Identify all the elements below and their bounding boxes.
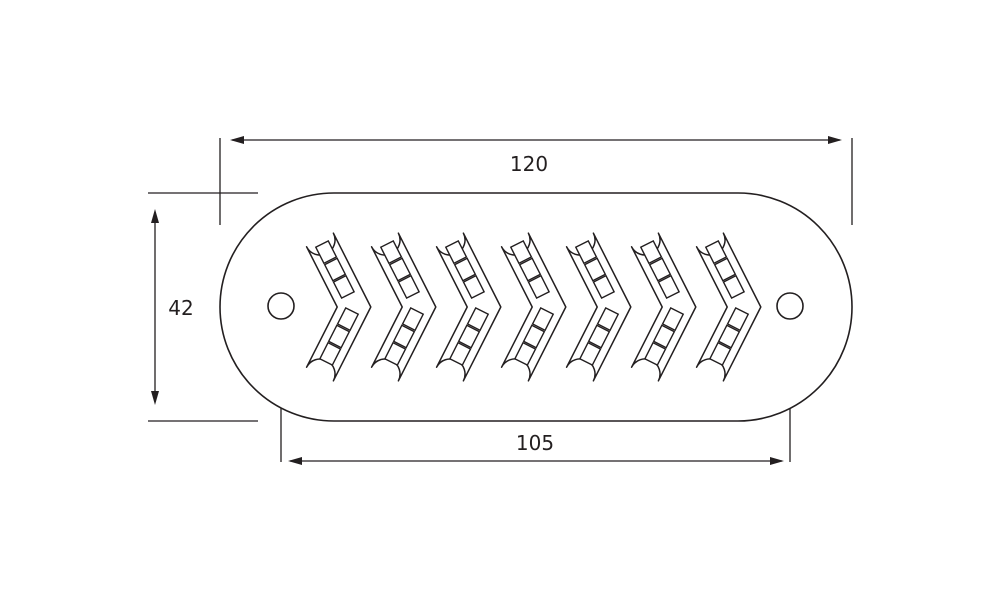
led-chip <box>518 257 542 282</box>
arrow-right-icon <box>770 457 784 465</box>
led-chip <box>466 306 490 332</box>
length-dimension: 120 <box>230 136 842 176</box>
led-chip <box>513 341 537 367</box>
led-chip <box>587 324 611 349</box>
led-chip <box>713 257 737 282</box>
height-dimension: 42 <box>151 209 194 405</box>
led-chip <box>704 239 728 265</box>
led-chip <box>379 239 403 265</box>
led-chip <box>717 324 741 349</box>
led-chip <box>652 324 676 349</box>
led-chip <box>648 257 672 282</box>
led-chip <box>383 341 407 367</box>
led-chip <box>578 341 602 367</box>
led-chip <box>726 306 750 332</box>
led-chip <box>661 306 685 332</box>
mounting-hole-left <box>267 292 295 320</box>
length-label: 120 <box>510 152 548 176</box>
led-chip <box>392 324 416 349</box>
led-chip <box>509 239 533 265</box>
led-chip <box>596 306 620 332</box>
led-chip <box>527 274 551 300</box>
led-chip <box>332 274 356 300</box>
led-chip <box>522 324 546 349</box>
led-chip <box>448 341 472 367</box>
led-chip <box>388 257 412 282</box>
led-chip <box>336 306 360 332</box>
led-chip <box>583 257 607 282</box>
led-chip <box>457 324 481 349</box>
led-chip <box>314 239 338 265</box>
led-chip <box>323 257 347 282</box>
hole-spacing-label: 105 <box>516 431 554 455</box>
arrow-left-icon <box>230 136 244 144</box>
led-chip <box>531 306 555 332</box>
led-chip <box>453 257 477 282</box>
height-label: 42 <box>168 296 193 320</box>
hole-spacing-dimension: 105 <box>288 431 784 465</box>
mounting-hole-right <box>776 292 804 320</box>
led-chip <box>643 341 667 367</box>
led-chip <box>657 274 681 300</box>
arrow-right-icon <box>828 136 842 144</box>
led-chip <box>397 274 421 300</box>
arrow-left-icon <box>288 457 302 465</box>
arrow-down-icon <box>151 391 159 405</box>
led-chip <box>327 324 351 349</box>
led-chip <box>574 239 598 265</box>
led-chip <box>318 341 342 367</box>
led-chip <box>462 274 486 300</box>
led-chip <box>444 239 468 265</box>
led-chip <box>708 341 732 367</box>
led-chip <box>639 239 663 265</box>
chevron-led-array <box>305 232 762 382</box>
arrow-up-icon <box>151 209 159 223</box>
led-chip <box>722 274 746 300</box>
led-chip <box>592 274 616 300</box>
led-chip <box>401 306 425 332</box>
